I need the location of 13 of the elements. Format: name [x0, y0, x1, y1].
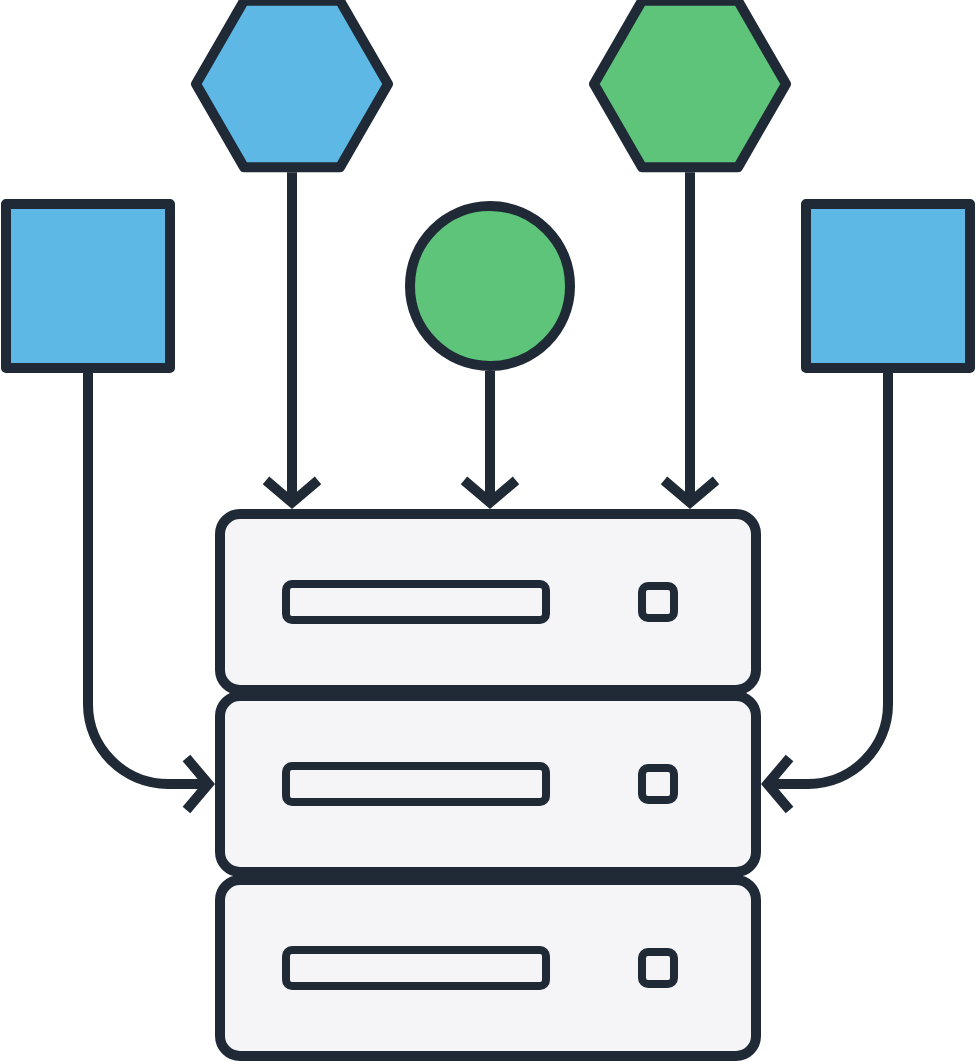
arrow	[460, 371, 520, 509]
arrow	[262, 172, 322, 509]
circle	[405, 201, 575, 371]
server-unit	[215, 875, 761, 1061]
server-unit	[215, 509, 761, 695]
server-unit	[215, 691, 761, 877]
square	[1, 199, 175, 373]
arrow	[761, 373, 893, 814]
square	[801, 199, 975, 373]
arrow	[660, 172, 720, 509]
hexagon	[589, 0, 791, 173]
arrow	[83, 373, 215, 814]
hexagon	[191, 0, 393, 173]
